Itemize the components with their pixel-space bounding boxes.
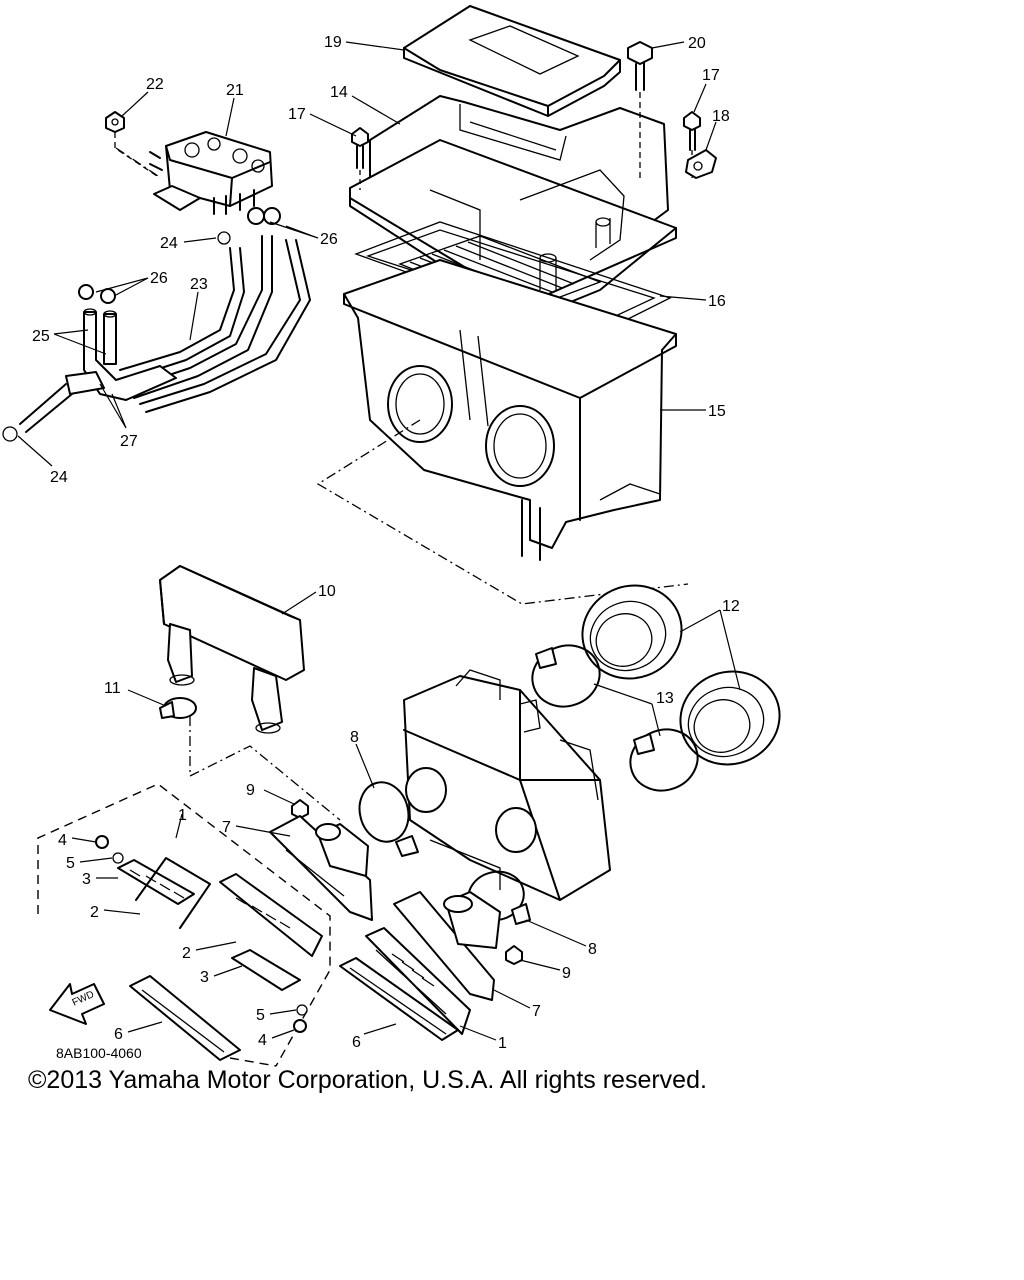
callout-5-upper: 5 [66,855,75,872]
callout-2-upper: 2 [90,904,99,921]
parts-exploded-diagram: FWD [2,5,781,1067]
callout-26-right: 26 [320,231,338,248]
part-26-clips-lower [78,284,116,304]
callout-4-upper: 4 [58,832,67,849]
callout-24-lower: 24 [50,469,68,486]
part-13-band-lower [629,728,699,792]
part-4-screw-lower [293,1019,307,1033]
part-7-manifold-left [269,815,373,921]
part-5-washer-upper [112,852,124,864]
callout-18: 18 [712,108,730,125]
part-5-washer-lower [296,1004,308,1016]
part-15-lower-case [343,259,677,561]
part-6-gasket-right [339,957,459,1041]
part-12-joint-lower [679,670,781,766]
callout-8-left: 8 [350,729,359,746]
callout-16: 16 [708,293,726,310]
callout-9-left: 9 [246,782,255,799]
part-11-clamp [159,697,197,719]
callout-27: 27 [120,433,138,450]
callout-3-lower: 3 [200,969,209,986]
callout-numbers: 19 20 17 18 17 14 22 21 24 26 26 23 25 2… [32,34,740,1061]
part-20-bolt [627,41,653,180]
part-18-clamp [685,149,717,179]
part-13-band-upper [531,644,601,708]
part-3-reed-lower [231,949,301,991]
part-17-bolt-left [351,127,369,190]
callout-1-bottom: 1 [498,1035,507,1052]
callout-3-upper: 3 [82,871,91,888]
callout-14: 14 [330,84,348,101]
part-1-assembly-box [37,783,331,1067]
part-2-reed-block [219,873,323,957]
part-1-reed-valve-right [365,927,471,1035]
part-8-band-left [358,781,419,857]
part-24-clip-upper [217,231,231,245]
callout-13: 13 [656,690,674,707]
carburetor-assembly [403,669,611,901]
leader-lines [17,41,741,1041]
part-8-band-right [467,870,531,925]
callout-25: 25 [32,328,50,345]
part-7-manifold-right [393,891,501,1001]
part-19-cover [403,5,621,117]
part-9-bolt-left [291,799,309,819]
part-10-silencer [159,565,305,734]
part-6-gasket-left [129,975,241,1061]
part-4-screw-upper [95,835,109,849]
copyright-text: ©2013 Yamaha Motor Corporation, U.S.A. A… [28,1066,707,1094]
callout-17-left: 17 [288,106,306,123]
callout-7-right: 7 [532,1003,541,1020]
callout-8-right: 8 [588,941,597,958]
callout-20: 20 [688,35,706,52]
callout-19: 19 [324,34,342,51]
part-21-pump [149,131,273,215]
callout-9-right: 9 [562,965,571,982]
callout-6-right: 6 [352,1034,361,1051]
part-2-stopper-upper [135,857,211,929]
part-3-reed-upper [117,859,195,905]
part-27-fitting [19,371,105,433]
callout-26-left: 26 [150,270,168,287]
callout-21: 21 [226,82,244,99]
callout-4-lower: 4 [258,1032,267,1049]
callout-1-box: 1 [178,807,187,824]
fwd-arrow-icon: FWD [49,983,105,1025]
callout-10: 10 [318,583,336,600]
callout-2-lower: 2 [182,945,191,962]
part-26-clips-upper [247,207,281,225]
callout-7-left: 7 [222,819,231,836]
callout-17-right: 17 [702,67,720,84]
callout-12: 12 [722,598,740,615]
callout-5-lower: 5 [256,1007,265,1024]
callout-24-upper: 24 [160,235,178,252]
part-25-joint [83,308,177,401]
callout-11: 11 [104,680,121,697]
callout-15: 15 [708,403,726,420]
part-12-joint-upper [581,584,683,680]
part-24-clip-lower [2,426,18,442]
diagram-code: 8AB100-4060 [56,1045,142,1061]
callout-23: 23 [190,276,208,293]
part-22-nut [105,111,161,179]
callout-22: 22 [146,76,164,93]
callout-6-left: 6 [114,1026,123,1043]
part-9-bolt-right [505,945,523,965]
